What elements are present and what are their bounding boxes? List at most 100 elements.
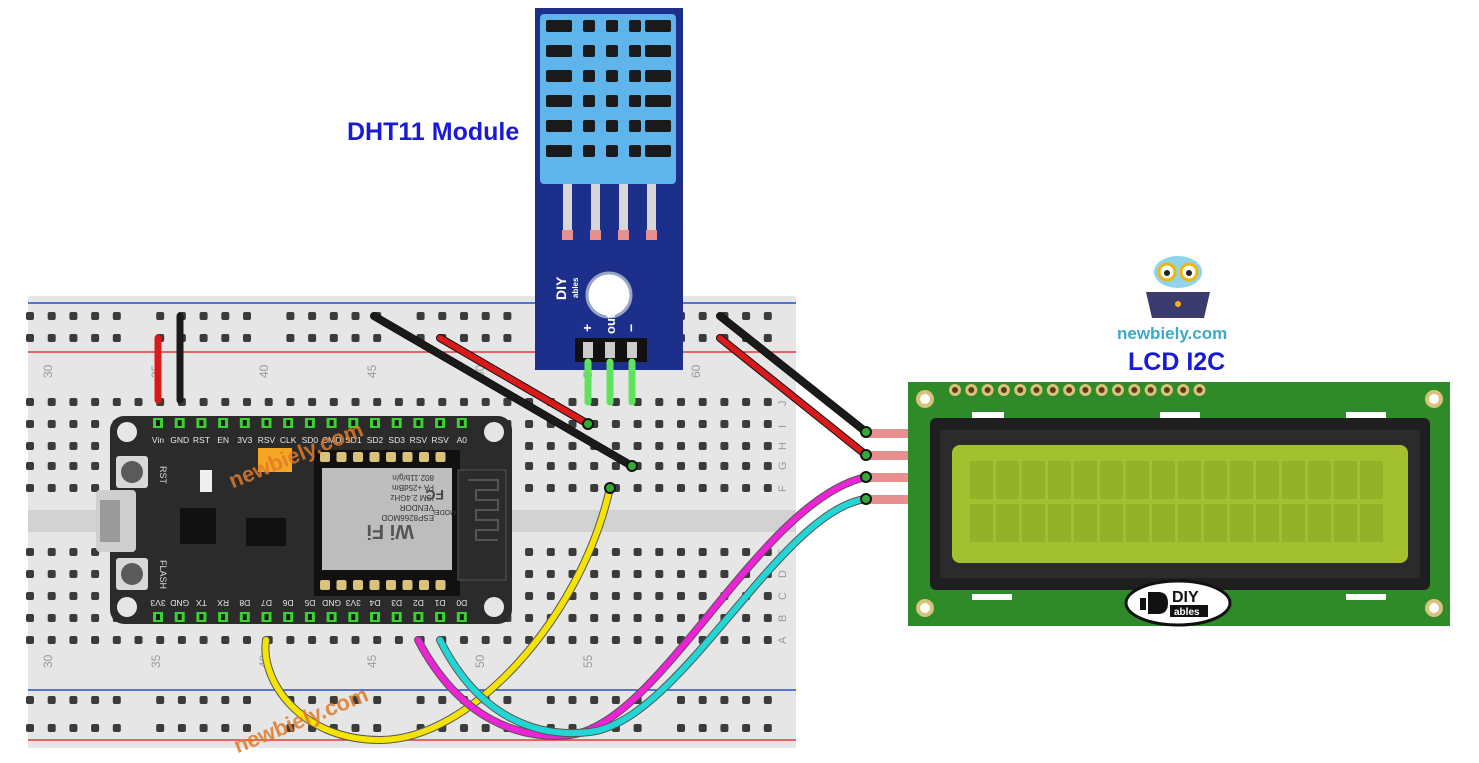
- pin-hole: [156, 420, 160, 426]
- terminal-hole: [655, 636, 664, 644]
- terminal-hole: [546, 442, 555, 450]
- rail-hole: [243, 312, 251, 320]
- terminal-hole: [763, 592, 772, 600]
- rail-hole: [91, 696, 100, 704]
- terminal-hole: [69, 398, 78, 406]
- rail-hole: [286, 312, 295, 320]
- terminal-hole: [655, 484, 664, 492]
- terminal-hole: [525, 592, 534, 600]
- terminal-hole: [525, 462, 534, 470]
- terminal-hole: [26, 636, 34, 644]
- pin-hole: [1082, 387, 1089, 393]
- terminal-hole: [611, 592, 620, 600]
- lcd-cell: [1334, 461, 1357, 499]
- terminal-hole: [546, 462, 555, 470]
- esp-bottom-pin-label: GND: [170, 598, 189, 608]
- dht11-pin-minus-label: −: [623, 324, 639, 332]
- esp-top-pin-label: CLK: [280, 435, 297, 445]
- lcd-cell: [1230, 461, 1253, 499]
- terminal-hole: [611, 398, 620, 406]
- dht11-leg-wires: [584, 358, 636, 406]
- terminal-hole: [763, 484, 772, 492]
- rail-hole: [720, 696, 729, 704]
- pin-hole: [1017, 387, 1024, 393]
- terminal-hole: [590, 570, 599, 578]
- terminal-hole: [329, 636, 338, 644]
- terminal-hole: [286, 636, 295, 644]
- terminal-hole: [177, 636, 186, 644]
- lcd-cell: [1126, 461, 1149, 499]
- lcd-cell: [1178, 504, 1201, 542]
- pin-hole: [286, 420, 291, 426]
- rail-hole: [221, 696, 230, 704]
- rail-hole: [177, 724, 186, 732]
- terminal-hole: [47, 570, 56, 578]
- terminal-hole: [742, 484, 751, 492]
- terminal-hole: [26, 614, 34, 622]
- terminal-hole: [525, 570, 534, 578]
- rail-hole: [460, 312, 468, 320]
- esp-bottom-pin-label: D4: [369, 598, 380, 608]
- lcd-cell: [1360, 461, 1383, 499]
- column-number-bottom: 30: [41, 654, 55, 668]
- pin-hole: [1131, 387, 1138, 393]
- terminal-hole: [763, 614, 772, 622]
- module-pad: [320, 452, 330, 462]
- terminal-hole: [91, 484, 100, 492]
- terminal-hole: [91, 420, 100, 428]
- module-pad: [419, 580, 429, 590]
- module-name-text: ESP8266MOD: [381, 513, 434, 522]
- terminal-hole: [677, 442, 685, 450]
- terminal-hole: [698, 442, 707, 450]
- rail-hole: [611, 696, 620, 704]
- pin-hole: [1000, 387, 1007, 393]
- terminal-hole: [47, 420, 56, 428]
- terminal-hole: [590, 592, 599, 600]
- terminal-hole: [633, 484, 642, 492]
- module-pad: [336, 452, 347, 462]
- grill-slot: [645, 70, 671, 82]
- rail-hole: [742, 724, 751, 732]
- rail-hole: [373, 724, 382, 732]
- terminal-hole: [698, 570, 707, 578]
- terminal-hole: [264, 398, 273, 406]
- brand-site-label: newbiely.com: [1117, 324, 1228, 343]
- esp-bottom-pin-label: 3V3: [150, 598, 165, 608]
- terminal-hole: [633, 398, 642, 406]
- rail-hole: [308, 696, 317, 704]
- terminal-hole: [481, 398, 490, 406]
- terminal-hole: [568, 442, 577, 450]
- pin-hole: [199, 420, 204, 426]
- rail-hole: [698, 724, 707, 732]
- rail-hole: [26, 724, 34, 732]
- grill-slot: [546, 95, 572, 107]
- terminal-hole: [720, 398, 729, 406]
- terminal-hole: [69, 614, 78, 622]
- grill-slot: [606, 45, 618, 57]
- rail-hole: [69, 724, 78, 732]
- esp-top-pin-label: SD2: [367, 435, 384, 445]
- rail-hole: [69, 696, 78, 704]
- pin-hole: [177, 614, 182, 620]
- rail-hole: [308, 334, 317, 342]
- terminal-hole: [26, 570, 34, 578]
- rail-hole: [698, 312, 707, 320]
- terminal-hole: [590, 462, 599, 470]
- lcd-cell: [970, 504, 993, 542]
- grill-slot: [583, 45, 595, 57]
- grill-slot: [546, 45, 572, 57]
- esp-bottom-pin-label: D7: [261, 598, 272, 608]
- terminal-hole: [698, 548, 707, 556]
- pin-hole: [1196, 387, 1203, 393]
- terminal-hole: [655, 462, 664, 470]
- esp-bottom-pin-label: D6: [282, 598, 293, 608]
- rail-hole: [763, 696, 772, 704]
- terminal-hole: [677, 614, 685, 622]
- power-wires: [154, 312, 184, 404]
- terminal-hole: [590, 398, 599, 406]
- terminal-hole: [742, 614, 751, 622]
- terminal-hole: [286, 398, 295, 406]
- grill-slot: [546, 20, 572, 32]
- signal-wires: [261, 312, 870, 745]
- terminal-hole: [655, 398, 664, 406]
